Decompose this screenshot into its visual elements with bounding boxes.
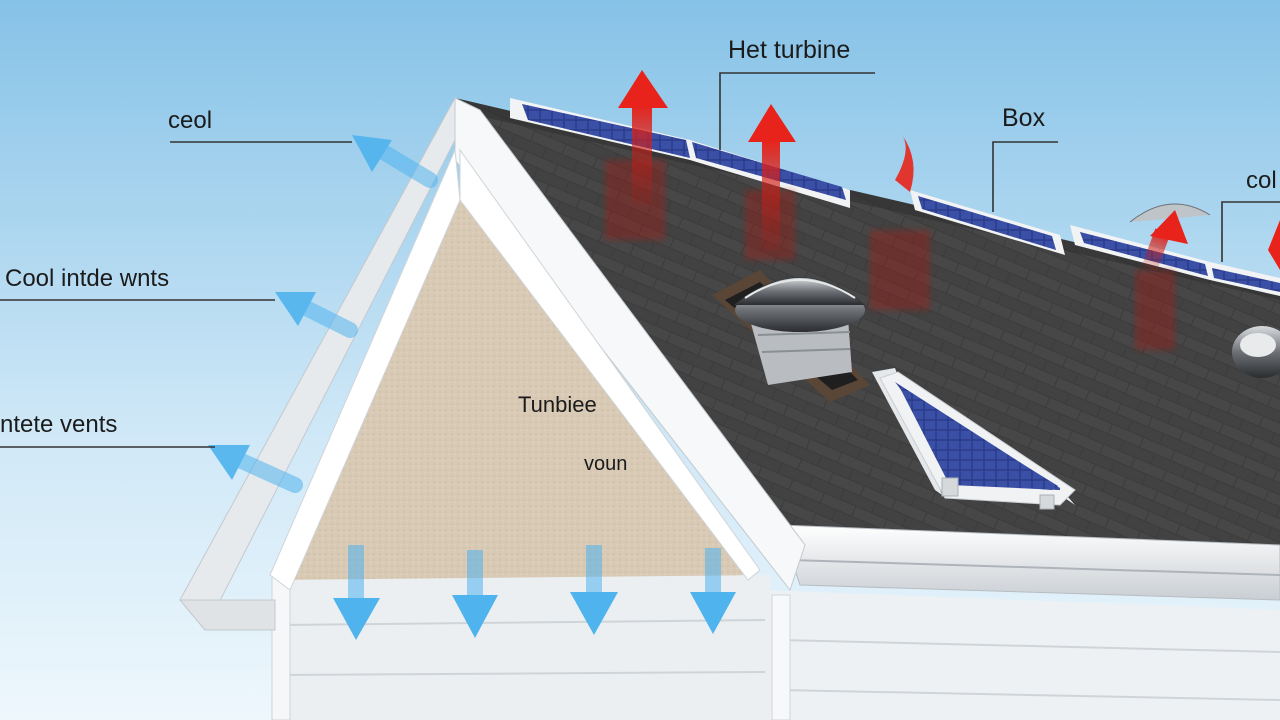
label-top-center: Het turbine bbox=[728, 36, 850, 64]
label-far-right: col bbox=[1246, 167, 1277, 194]
cool-air-arrow-icon bbox=[275, 292, 358, 338]
label-top-left: ceol bbox=[168, 107, 212, 134]
label-gable-upper: Tunbiee bbox=[518, 392, 597, 417]
hot-air-arrow-icon bbox=[870, 135, 930, 310]
roof-turbine-vent-icon bbox=[712, 270, 870, 402]
cool-air-arrow-icon bbox=[333, 545, 380, 640]
label-left-lower: ntete vents bbox=[0, 411, 117, 438]
cool-air-arrows bbox=[208, 135, 736, 640]
label-left-upper: Cool intde wnts bbox=[5, 265, 169, 292]
gable-trim bbox=[178, 97, 806, 631]
hot-air-arrow-icon bbox=[1135, 210, 1188, 350]
roof-vent-dome-icon bbox=[1129, 203, 1280, 378]
label-top-right: Box bbox=[1002, 104, 1046, 132]
label-leader-lines bbox=[0, 72, 1280, 448]
label-gable-lower: voun bbox=[584, 453, 627, 475]
hot-air-arrow-icon bbox=[1268, 220, 1280, 270]
house-right-wall bbox=[760, 590, 1280, 720]
cool-air-arrow-icon bbox=[208, 445, 303, 493]
cool-air-arrow-icon bbox=[690, 548, 736, 634]
cool-air-arrow-icon bbox=[452, 550, 498, 638]
hot-air-arrow-icon bbox=[745, 104, 796, 260]
cool-air-arrow-icon bbox=[570, 545, 618, 635]
cool-air-arrow-icon bbox=[352, 135, 438, 188]
hot-air-arrows bbox=[605, 70, 1280, 350]
solar-panel-icon bbox=[872, 368, 1076, 510]
gable-wall bbox=[271, 195, 770, 720]
hot-air-arrow-icon bbox=[605, 70, 668, 240]
